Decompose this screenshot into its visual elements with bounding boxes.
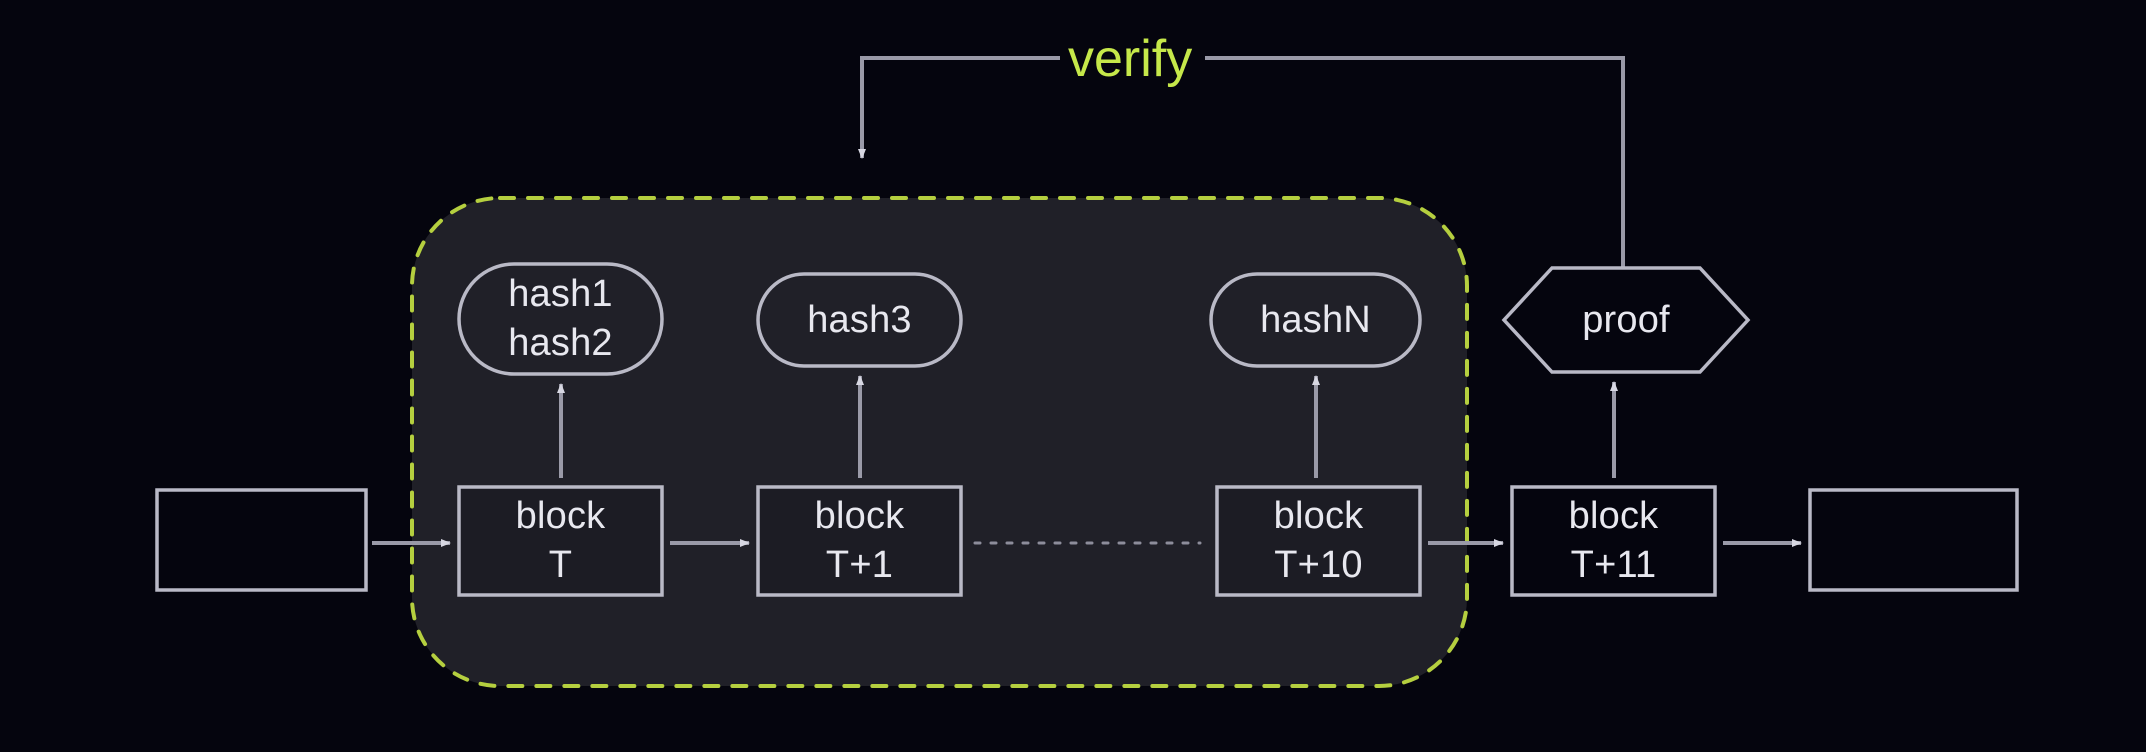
rollup-batch-group [410,196,1469,688]
prev-block-node[interactable] [155,488,368,592]
block-t11-node[interactable] [1510,485,1717,597]
proof-node[interactable] [1501,266,1751,374]
hash1-hash2-node[interactable] [457,262,664,376]
block-t-node[interactable] [457,485,664,597]
hashn-node[interactable] [1209,272,1422,368]
verify-edge [1205,56,1625,317]
block-t1-node[interactable] [756,485,963,597]
verify-edge-label: verify [1068,30,1193,88]
hash3-node[interactable] [756,272,963,368]
next-block-node[interactable] [1808,488,2019,592]
verify-edge-left-arm [858,56,1060,159]
block-t10-node[interactable] [1215,485,1422,597]
